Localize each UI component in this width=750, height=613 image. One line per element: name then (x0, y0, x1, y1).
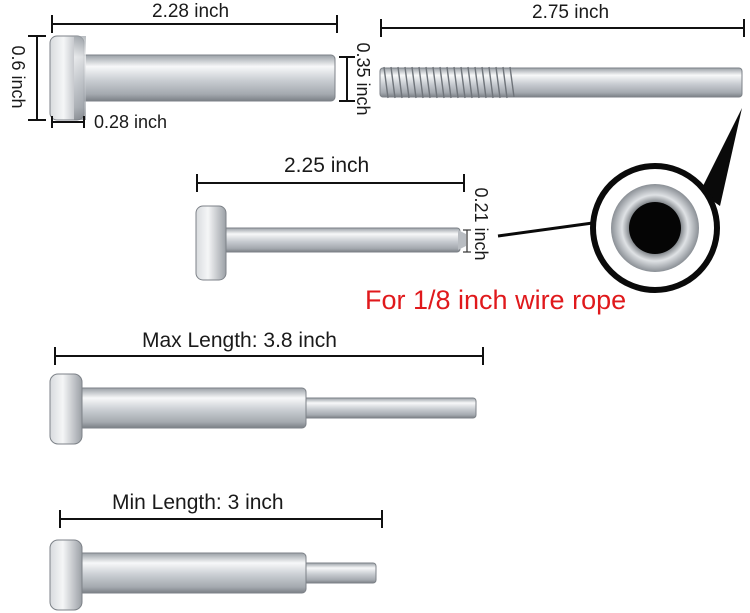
pin-diameter-label: 0.21 inch (471, 187, 491, 261)
wire-rope-note: For 1/8 inch wire rope (365, 285, 627, 315)
pin-diameter-dim (463, 229, 471, 253)
sleeve-diameter-dim (28, 35, 46, 121)
thread-pattern (383, 66, 515, 99)
pin-length-label: 2.25 inch (284, 154, 370, 177)
stud-length-label: 2.75 inch (532, 2, 610, 23)
end-view-callout (497, 108, 742, 293)
stud-diameter-dim (339, 56, 355, 102)
sleeve-head-dim (51, 116, 85, 128)
max-length-label: Max Length: 3.8 inch (142, 329, 337, 352)
sleeve-part (49, 35, 336, 121)
stud-length-dim (380, 19, 745, 37)
sleeve-diameter-label: 0.6 inch (8, 45, 28, 109)
swage-pin-part (195, 205, 466, 281)
sleeve-head-label: 0.28 inch (94, 112, 168, 132)
max-length-assembly (49, 373, 477, 445)
sleeve-length-dim (51, 15, 338, 33)
min-length-label: Min Length: 3 inch (112, 491, 284, 514)
min-length-dim (59, 510, 383, 528)
max-length-dim (54, 347, 484, 365)
threaded-stud-part (379, 66, 743, 99)
stud-diameter-label: 0.35 inch (353, 42, 373, 116)
sleeve-length-label: 2.28 inch (152, 1, 230, 22)
pin-length-dim (196, 174, 465, 192)
min-length-assembly (49, 539, 377, 611)
